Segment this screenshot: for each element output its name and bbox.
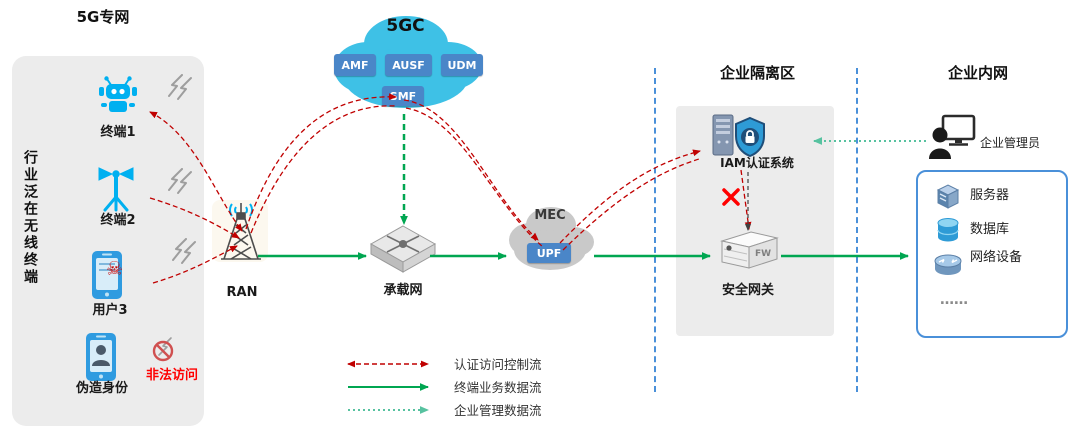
- signal-lightning-icon-1: [168, 74, 192, 100]
- phone-icon-fake: [86, 333, 116, 381]
- iam-server-icon: [712, 114, 734, 156]
- admin-label: 企业管理员: [980, 136, 1041, 150]
- legend-mgmt-label: 企业管理数据流: [454, 403, 542, 418]
- intranet-title: 企业内网: [947, 64, 1008, 82]
- database-label: 数据库: [970, 222, 1010, 237]
- legend-row-data: 终端业务数据流: [340, 375, 542, 398]
- security-gateway-label: 安全网关: [721, 283, 774, 298]
- legend: 认证访问控制流 终端业务数据流 企业管理数据流: [340, 352, 542, 421]
- ellipsis-label: ……: [940, 292, 968, 308]
- blocked-x-icon: [722, 188, 740, 206]
- shield-lock-icon: [735, 116, 765, 158]
- legend-data-label: 终端业务数据流: [454, 380, 542, 395]
- router-icon: [934, 254, 962, 275]
- ausf-node: AUSF: [385, 54, 432, 76]
- dmz-right-boundary: [856, 68, 858, 392]
- legend-row-auth: 认证访问控制流: [340, 352, 542, 375]
- fake-identity-label: 伪造身份: [75, 381, 128, 396]
- legend-row-mgmt: 企业管理数据流: [340, 398, 542, 421]
- core-5gc-group: 5GC AMF AUSF UDM SMF: [318, 6, 493, 116]
- mec-title: MEC: [534, 208, 566, 223]
- signal-lightning-icon-3: [172, 238, 196, 264]
- legend-auth-label: 认证访问控制流: [454, 357, 542, 372]
- firewall-icon: FW: [720, 231, 779, 269]
- skull-icon: ☠: [106, 258, 124, 280]
- bearer-network-label: 承载网: [383, 283, 423, 298]
- mec-group: MEC UPF: [502, 198, 598, 276]
- core-5gc-title: 5GC: [386, 16, 425, 36]
- antenna-device-icon: [98, 167, 134, 212]
- smf-node: SMF: [382, 86, 424, 106]
- ran-label: RAN: [226, 285, 258, 300]
- vertical-terminals-label: 行业泛在无线终端: [22, 150, 38, 286]
- phone-icon-user3: [92, 251, 122, 299]
- signal-lightning-icon-2: [168, 168, 192, 194]
- network-device-label: 网络设备: [970, 250, 1023, 265]
- dmz-title: 企业隔离区: [719, 64, 795, 82]
- legend-green-solid-line: [348, 382, 429, 391]
- no-entry-icon: [152, 337, 174, 362]
- illegal-access-label: 非法访问: [145, 368, 198, 383]
- amf-node: AMF: [334, 54, 376, 76]
- robot-icon: [99, 76, 137, 112]
- bearer-switch-icon: [369, 225, 437, 273]
- private-5g-title: 5G专网: [76, 8, 130, 26]
- legend-green-dotted-line: [348, 405, 429, 414]
- fw-label: FW: [755, 249, 771, 259]
- legend-red-dashed-line: [347, 360, 429, 367]
- ran-tower-icon: [221, 203, 261, 260]
- terminal2-label: 终端2: [100, 213, 136, 228]
- iam-system-label: IAM认证系统: [720, 156, 794, 170]
- user3-label: 用户3: [92, 303, 128, 318]
- udm-node: UDM: [441, 54, 483, 76]
- server-label: 服务器: [970, 188, 1010, 203]
- upf-node: UPF: [527, 243, 571, 263]
- server-icon: [936, 184, 960, 209]
- terminal1-label: 终端1: [100, 125, 136, 140]
- intranet-resources-box: 服务器 数据库 网络设备 ……: [916, 170, 1068, 338]
- admin-icon: [929, 114, 976, 159]
- dmz-left-boundary: [654, 68, 656, 392]
- database-icon: [937, 218, 959, 242]
